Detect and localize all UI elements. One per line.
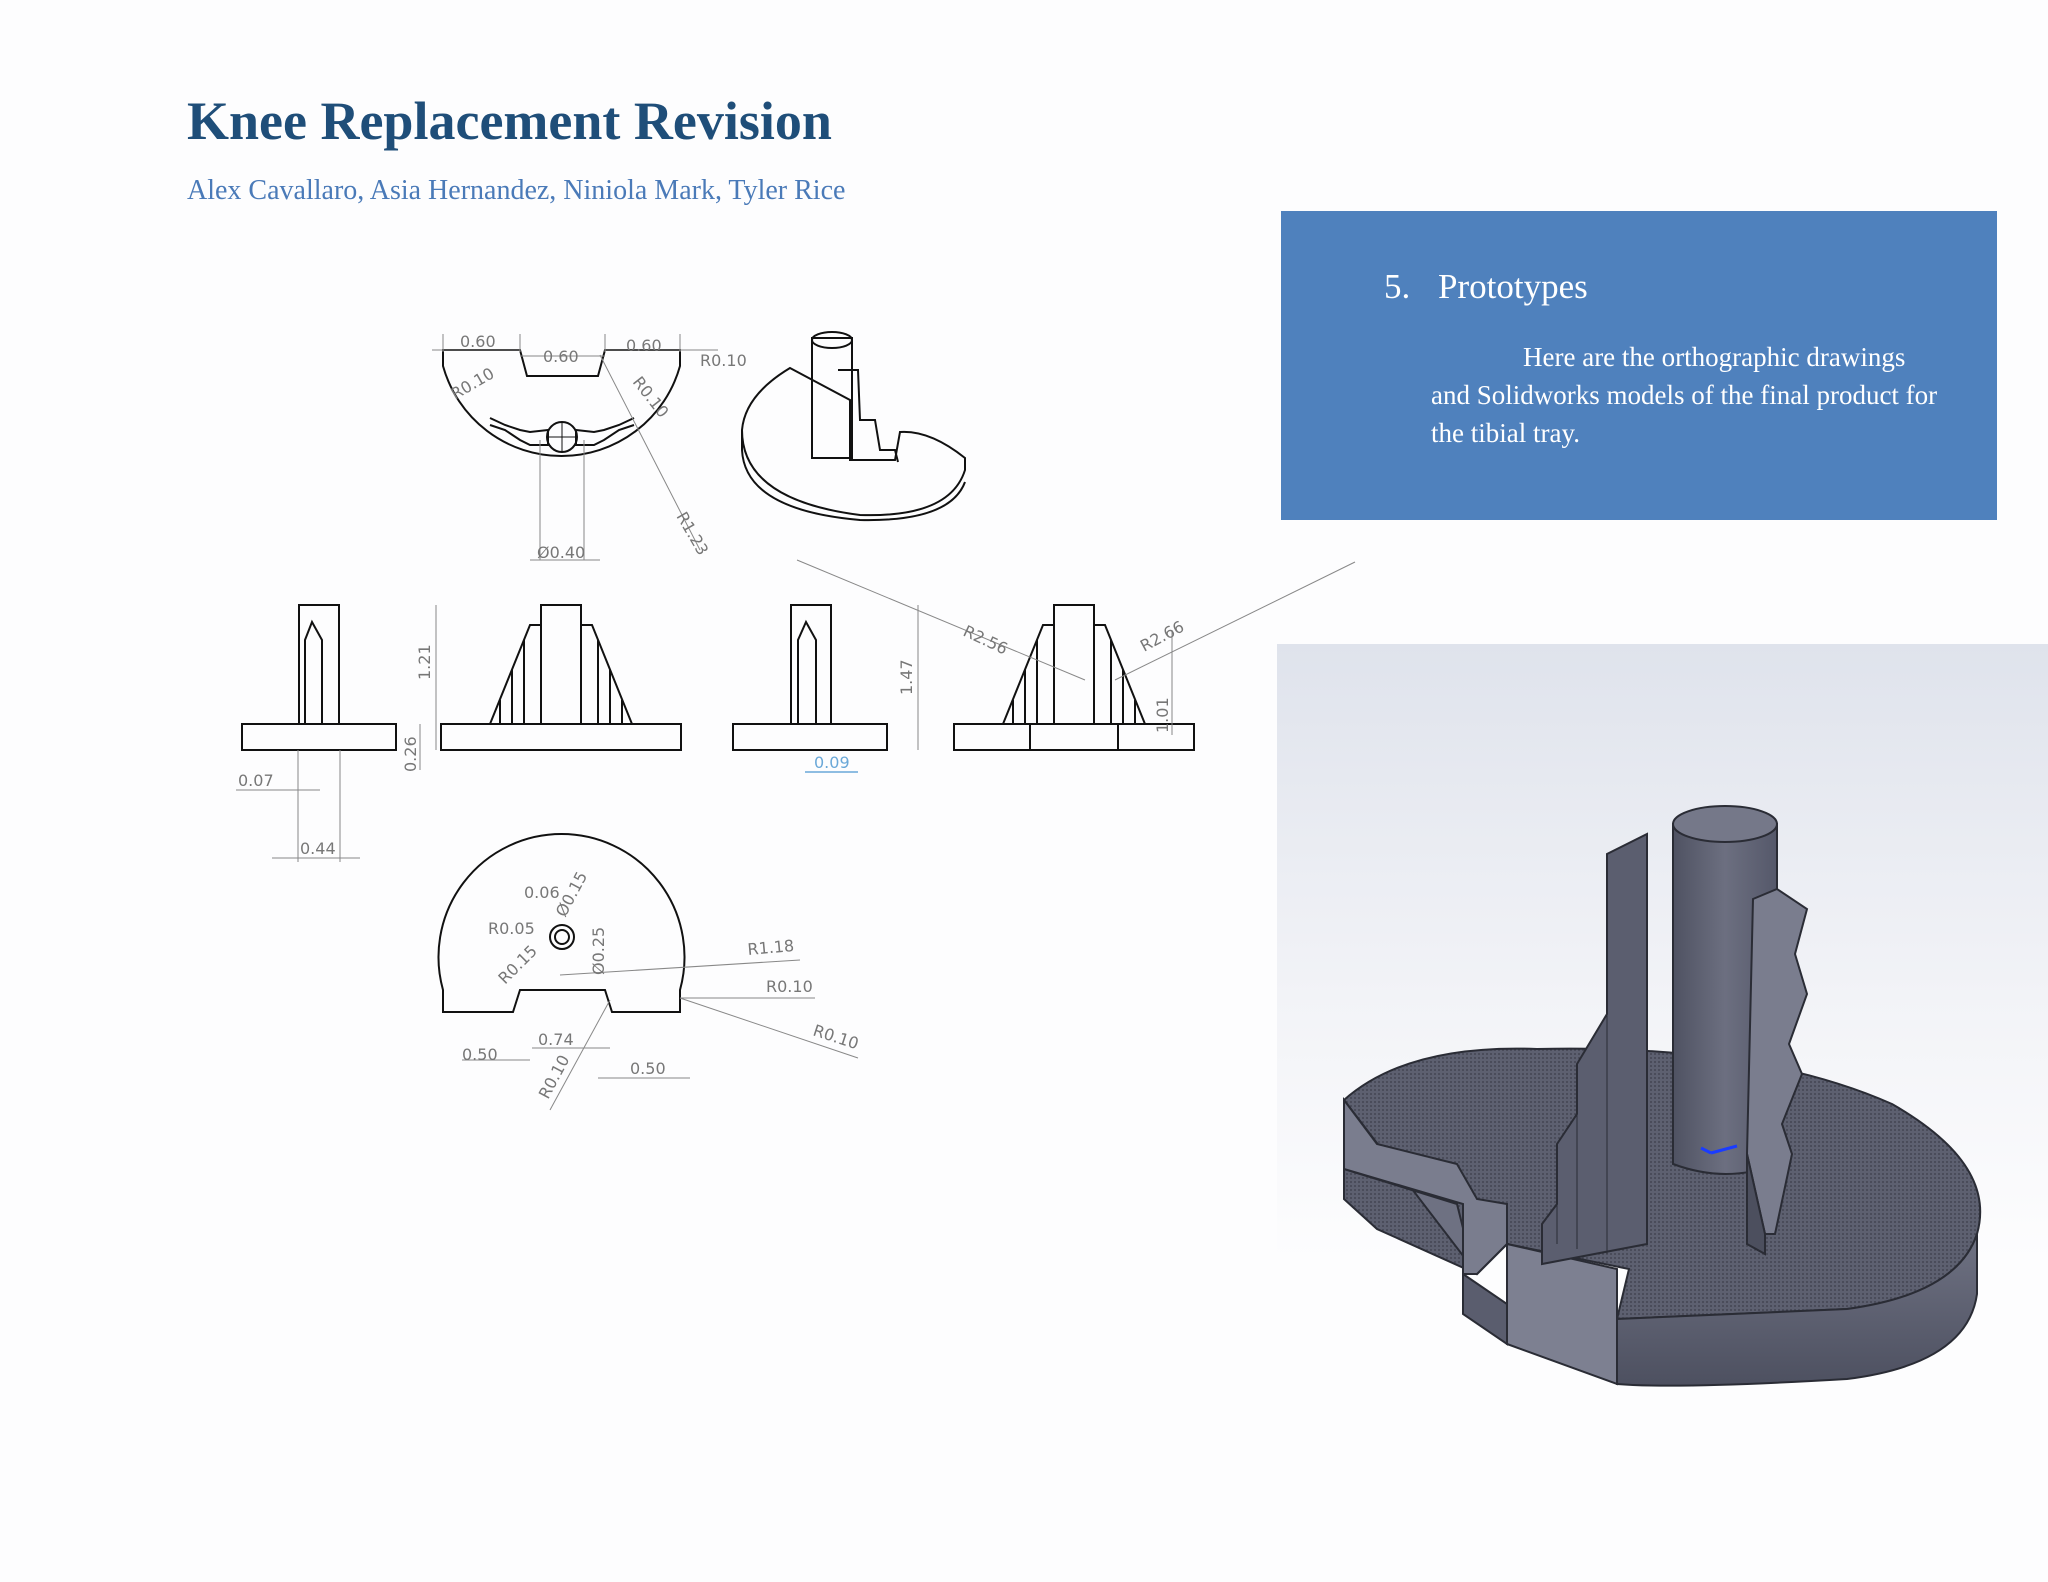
section-body: Here are the orthographic drawings and S… xyxy=(1431,342,1938,448)
section-number: 5. xyxy=(1384,267,1411,306)
bottom-view-outline xyxy=(437,833,686,1013)
dim-text: 0.26 xyxy=(401,736,420,772)
prototypes-section-box: 5. Prototypes Here are the orthographic d… xyxy=(1281,211,1997,520)
dim-text: 0.06 xyxy=(524,883,560,902)
dim-text: 0.60 xyxy=(626,336,662,355)
solidworks-model-render xyxy=(1277,644,2048,1524)
section-heading: 5. Prototypes xyxy=(1384,267,1588,307)
dim-text: R0.10 xyxy=(700,351,747,370)
dim-text: 0.07 xyxy=(238,771,274,790)
dim-text: 0.50 xyxy=(462,1045,498,1064)
page-title: Knee Replacement Revision xyxy=(187,91,832,151)
dim-text: R1.18 xyxy=(747,936,795,959)
dim-text: 0.50 xyxy=(630,1059,666,1078)
dim-text: 0.60 xyxy=(460,332,496,351)
left-view-base xyxy=(241,723,397,751)
top-view-outline xyxy=(442,349,681,457)
dim-text: R2.66 xyxy=(1137,617,1187,656)
dim-text: R0.10 xyxy=(766,977,813,996)
dim-text: 0.74 xyxy=(538,1030,574,1049)
dim-text: 0.60 xyxy=(543,347,579,366)
dim-text: R0.10 xyxy=(811,1021,861,1054)
dim-text: Ø0.25 xyxy=(589,927,608,975)
front-view-base xyxy=(440,723,682,751)
dim-text: 1.47 xyxy=(897,659,916,695)
side-view-base xyxy=(732,723,888,751)
dim-text: R0.05 xyxy=(488,919,535,938)
dim-text: 1.01 xyxy=(1153,697,1172,733)
dim-text: 0.09 xyxy=(814,753,850,772)
dim-text: R0.15 xyxy=(494,941,540,987)
dim-text: Ø0.40 xyxy=(537,543,585,562)
dim-text: R1.23 xyxy=(673,509,713,559)
dim-text: 0.44 xyxy=(300,839,336,858)
section-title: Prototypes xyxy=(1438,267,1588,306)
dim-text: R2.56 xyxy=(960,621,1010,658)
tibial-tray-model xyxy=(1343,805,1982,1387)
dim-text: R0.10 xyxy=(448,364,498,404)
dim-text: 1.21 xyxy=(415,644,434,680)
author-list: Alex Cavallaro, Asia Hernandez, Niniola … xyxy=(187,175,846,206)
